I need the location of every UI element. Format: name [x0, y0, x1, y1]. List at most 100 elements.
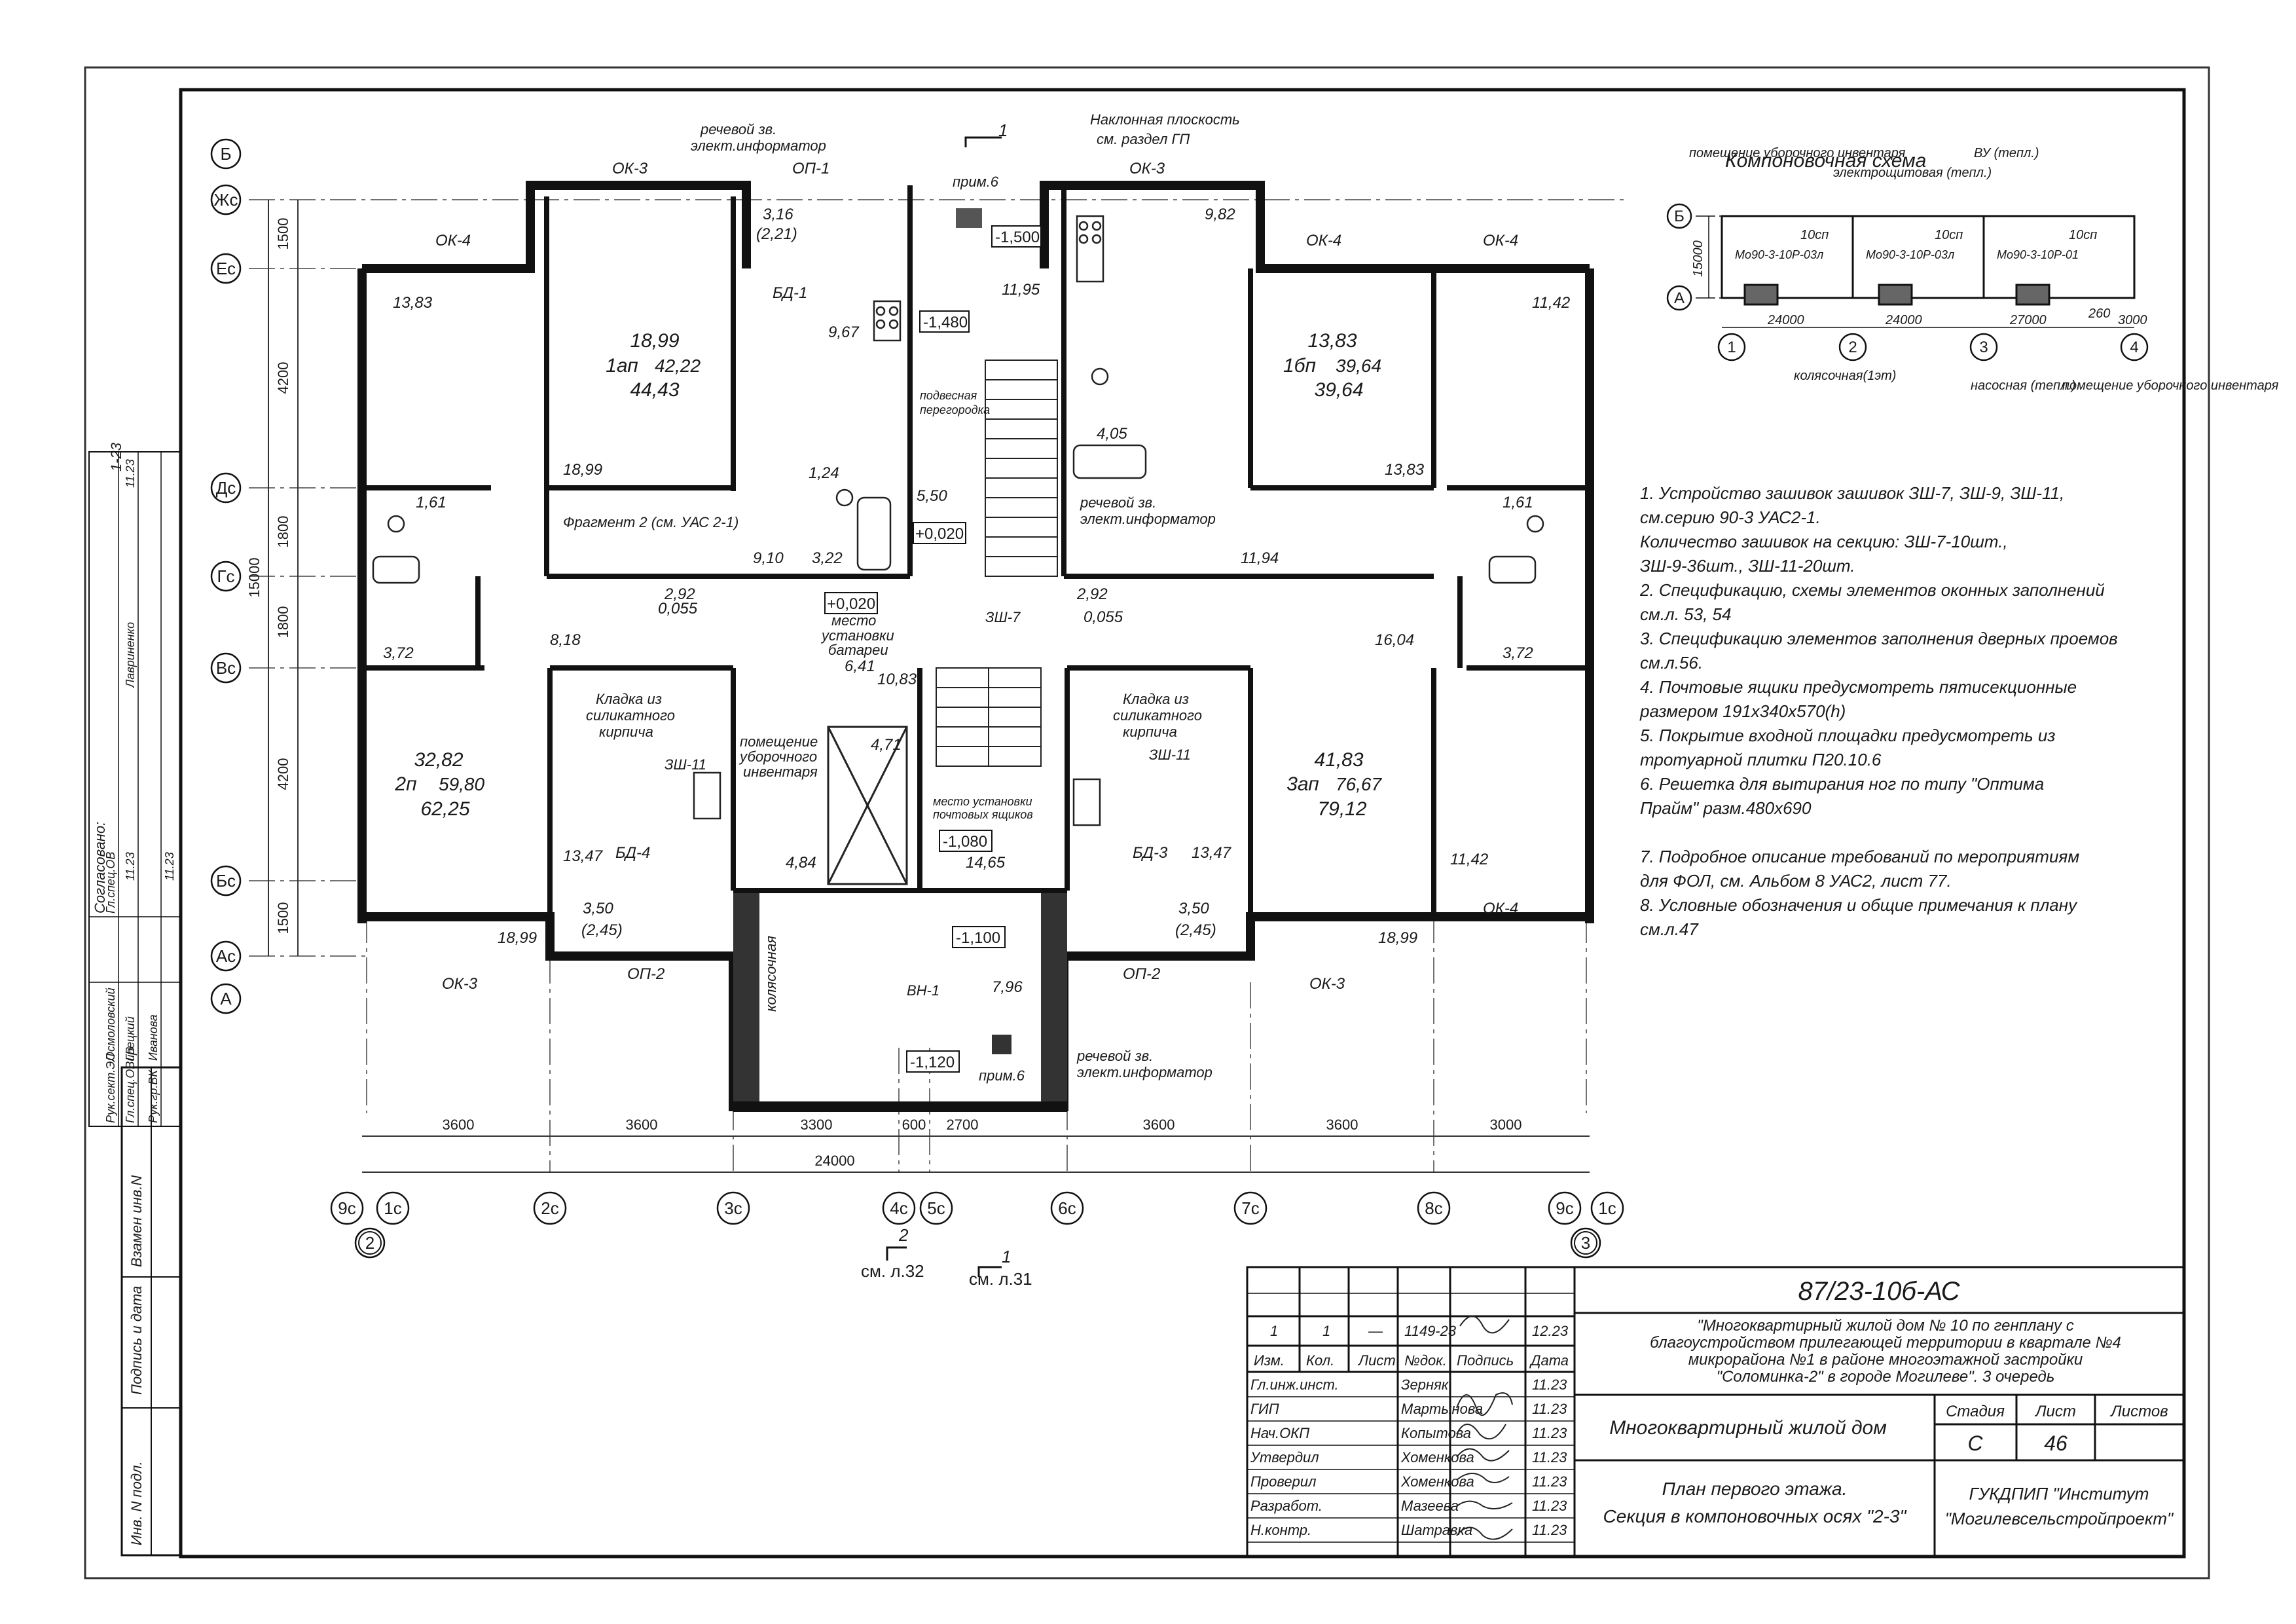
speech-informer: элект.информатор [1077, 1064, 1212, 1080]
header-cell: №док. [1404, 1352, 1447, 1369]
speech-informer: речевой зв. [1076, 1048, 1153, 1064]
masonry-note: кирпича [1123, 724, 1177, 740]
axis-bubble-main [354, 1227, 386, 1259]
room-area: 3,50 [1178, 900, 1209, 917]
scheme-label: помещение уборочного инвентаря [1689, 146, 1906, 160]
room-area: (2,45) [581, 921, 623, 939]
revision-cell: — [1368, 1323, 1383, 1339]
note-ref: прим.6 [953, 174, 999, 190]
axis-label: 2с [541, 1198, 558, 1218]
section-mark: 2 [898, 1225, 909, 1245]
room-area: 4,05 [1097, 425, 1127, 443]
cleaning-room-note: помещение [740, 733, 818, 750]
scheme-title: Компоновочная схема [1725, 150, 1926, 172]
note-line: 4. Почтовые ящики предусмотреть пятисекц… [1640, 677, 2077, 697]
axis-bubble [210, 184, 242, 215]
section-mark: 1 [1002, 1247, 1011, 1266]
column-dimensions: 3600 3600 3300 600 2700 3600 3600 3000 2… [443, 1116, 1522, 1169]
sign-role: Разработ. [1250, 1498, 1322, 1514]
sign-date: 11.23 [1532, 1522, 1567, 1538]
apartment-code: 1бп [1283, 355, 1316, 377]
room-area: 3,16 [763, 206, 793, 223]
axis-bubble [210, 561, 242, 592]
scheme-label: электрощитовая (тепл.) [1833, 166, 1992, 180]
header-cell: Лист [1357, 1352, 1396, 1369]
battery-note: место [831, 612, 876, 629]
room-area: 3,22 [812, 549, 843, 567]
row-total-dim: 15000 [246, 557, 263, 597]
vn-mark: ВН-1 [907, 982, 939, 999]
left-stamp: Инв. N подл. Подпись и дата Взамен инв.N… [88, 451, 182, 1557]
note-line: 5. Покрытие входной площадки предусмотре… [1640, 726, 2056, 745]
sheet-value: 46 [2044, 1431, 2068, 1455]
window-mark: ОК-4 [1483, 232, 1518, 249]
axis-bubble [1050, 1191, 1084, 1225]
stamp-role: Рук.сект.ЭЛ [104, 1053, 117, 1123]
note-line: ЗШ-9-36шт., ЗШ-11-20шт. [1640, 556, 1855, 576]
window-mark: ОК-3 [1309, 975, 1345, 993]
room-area: 0,055 [1084, 608, 1123, 626]
room-area: 13,83 [393, 294, 433, 312]
window-marks: ОК-3 ОК-4 ОК-3 ОК-4 ОК-4 ОК-3 ОК-3 ОК-4 … [435, 160, 1518, 993]
stamp-agreed: Согласовано: [92, 822, 108, 913]
level-mark: -1,100 [956, 929, 1000, 947]
note-line: 8. Условные обозначения и общие примечан… [1640, 895, 2077, 915]
apartment-total: 42,22 [655, 356, 701, 376]
stage-value: С [1967, 1431, 1983, 1455]
sign-role: Проверил [1250, 1473, 1317, 1490]
window-mark: ОК-3 [442, 975, 478, 993]
apartment-gross: 44,43 [630, 379, 679, 401]
stage-label: Стадия [1946, 1403, 2005, 1420]
scheme-dim: 27000 [2009, 313, 2047, 327]
axis-bubble [1417, 1191, 1451, 1225]
axis-label: 8с [1425, 1198, 1442, 1218]
apartment-gross: 39,64 [1314, 379, 1363, 401]
axis-bubble [210, 940, 242, 972]
room-area: 13,47 [1192, 844, 1232, 862]
note-line: 7. Подробное описание требований по меро… [1640, 847, 2080, 866]
note-line: для ФОЛ, см. Альбом 8 УАС2, лист 77. [1640, 871, 1952, 891]
apartment-living: 41,83 [1314, 749, 1363, 771]
revision-cell: 1149-23 [1404, 1323, 1457, 1339]
room-area: 14,65 [966, 854, 1006, 872]
scheme-code: Мо90-3-10Р-01 [1997, 248, 2079, 261]
scheme-axis: Б [1674, 208, 1685, 225]
masonry-note: Кладка из [596, 691, 662, 707]
col-dim: 3300 [801, 1116, 833, 1133]
axis-bubble [210, 983, 242, 1014]
general-notes: 1. Устройство зашивок зашивок ЗШ-7, ЗШ-9… [1640, 481, 2164, 942]
apartment-total: 39,64 [1336, 356, 1381, 376]
axis-label: Вс [216, 658, 236, 678]
axis-bubble [210, 253, 242, 284]
room-areas: 13,83 18,99 1,61 3,72 8,18 13,47 18,99 1… [383, 206, 1570, 996]
masonry-note: Кладка из [1123, 691, 1189, 707]
stamp-name: Иванова [147, 1014, 160, 1061]
room-area: 5,50 [917, 487, 947, 505]
level-marks: -1,500 -1,480 +0,020 +0,020 -1,080 -1,10… [824, 225, 1042, 1073]
level-mark: +0,020 [915, 525, 964, 543]
level-mark: -1,080 [943, 833, 987, 851]
apartment-gross: 62,25 [420, 798, 469, 820]
axis-label: 2 [365, 1233, 374, 1253]
stamp-name: Осмоловский [104, 987, 117, 1061]
project-title-line: микрорайона №1 в районе многоэтажной зас… [1688, 1351, 2083, 1369]
note-line [1640, 821, 2164, 845]
scheme-axis: 2 [1848, 339, 1857, 356]
scheme-code: Мо90-3-10Р-03л [1735, 248, 1823, 261]
window-mark: ОК-3 [612, 160, 648, 177]
axis-bubble [210, 472, 242, 504]
scheme-section: 10сп [1935, 228, 1963, 242]
project-title-line: "Соломинка-2" в городе Могилеве". 3 очер… [1717, 1368, 2055, 1386]
note-line: см.л.56. [1640, 653, 1704, 673]
room-area: 18,99 [498, 929, 537, 947]
floor-plan [249, 181, 1624, 1173]
sheet-label: Лист [2034, 1403, 2076, 1420]
apartment-code: 2п [394, 773, 416, 795]
axis-bubble [210, 652, 242, 684]
apartment-total: 59,80 [439, 774, 484, 794]
stamp-label: Инв. N подл. [128, 1461, 145, 1545]
col-dim: 600 [902, 1116, 926, 1133]
speech-informer: элект.информатор [1080, 511, 1216, 527]
sign-date: 11.23 [1532, 1498, 1567, 1514]
room-area: 9,82 [1205, 206, 1235, 223]
